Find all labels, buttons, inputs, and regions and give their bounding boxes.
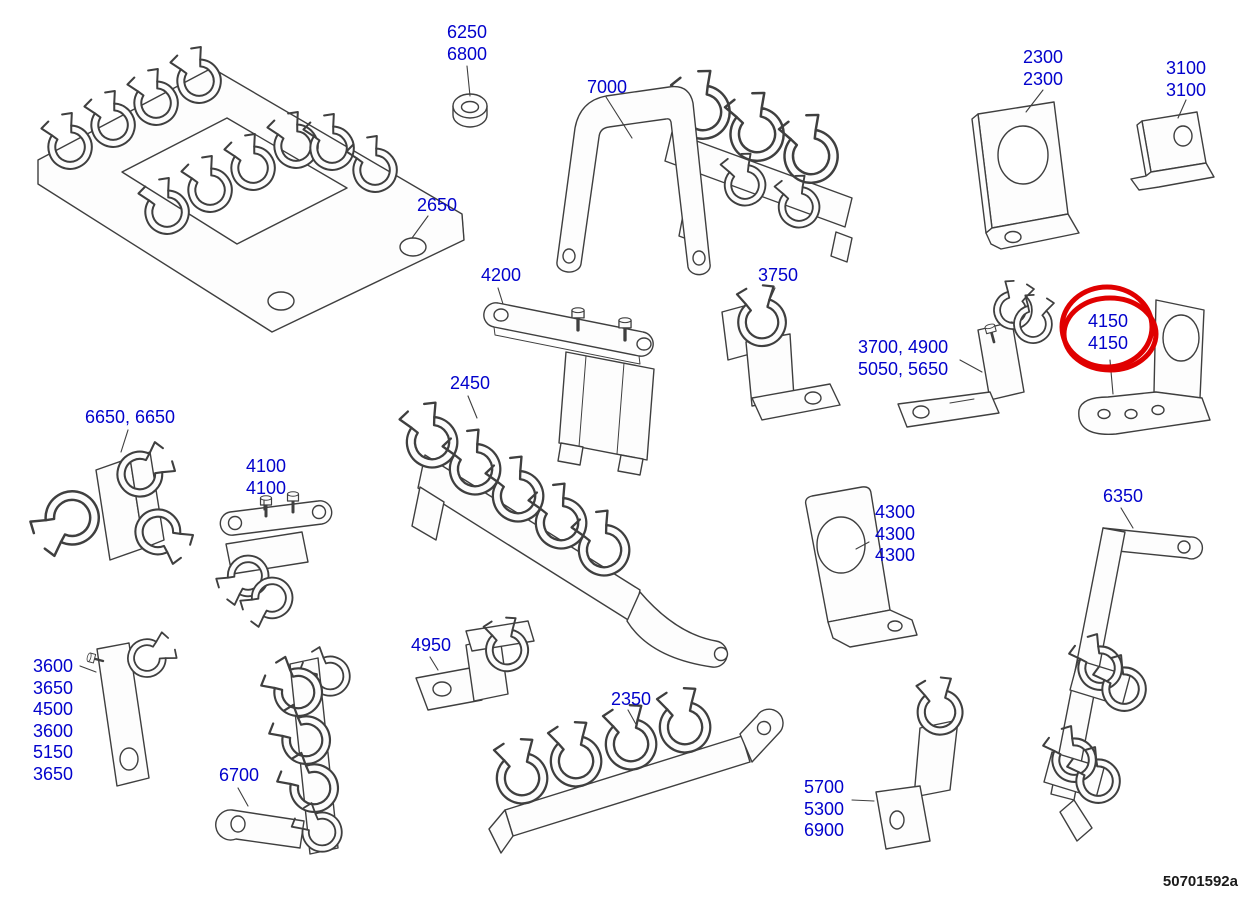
part-number-6350[interactable]: 6350	[1102, 486, 1144, 506]
part-3700-4900-5050-5650-drawing	[897, 276, 1060, 428]
part-number-2300[interactable]: 2300 2300	[1022, 47, 1064, 89]
part-4300-drawing	[804, 486, 918, 648]
part-4200-drawing	[483, 302, 655, 476]
document-code: 50701592a	[1162, 873, 1238, 890]
part-number-4200[interactable]: 4200	[480, 265, 522, 285]
part-number-2350[interactable]: 2350	[610, 689, 652, 709]
part-2350-drawing	[486, 682, 784, 854]
part-number-4100[interactable]: 4100 4100	[245, 456, 287, 498]
part-number-5700-5300-6900[interactable]: 5700 5300 6900	[804, 777, 845, 840]
part-number-4150[interactable]: 4150 4150	[1087, 311, 1129, 353]
part-6700-drawing	[215, 641, 359, 861]
part-4150-drawing	[1078, 299, 1211, 435]
part-4100-drawing	[210, 490, 333, 634]
part-number-3100[interactable]: 3100 3100	[1165, 58, 1207, 100]
part-3600-3650-4500-3600-5150-3650-drawing	[85, 626, 182, 787]
part-6350-drawing	[1036, 527, 1204, 842]
part-number-6250-6800[interactable]: 6250 6800	[446, 22, 488, 64]
part-number-6650[interactable]: 6650, 6650	[84, 407, 176, 427]
leader-lines	[79, 65, 1187, 807]
part-number-4300[interactable]: 4300 4300 4300	[874, 502, 916, 565]
part-3750-drawing	[721, 280, 841, 421]
part-2300-drawing	[971, 101, 1080, 250]
part-2450-drawing	[391, 395, 729, 668]
part-number-3600-3650-4500-3600-5150-3650[interactable]: 3600 3650 4500 3600 5150 3650	[33, 656, 74, 784]
part-number-7000[interactable]: 7000	[586, 77, 628, 97]
part-2650-drawing	[34, 41, 465, 333]
highlight-circle-4150	[1059, 284, 1159, 373]
part-4950-drawing	[415, 613, 535, 711]
part-number-3750[interactable]: 3750	[757, 265, 799, 285]
part-number-2650[interactable]: 2650	[416, 195, 458, 215]
part-number-3700-4900-5050-5650[interactable]: 3700, 4900 5050, 5650	[858, 337, 949, 379]
part-number-2450[interactable]: 2450	[449, 373, 491, 393]
part-number-6700[interactable]: 6700	[218, 765, 260, 785]
part-number-4950[interactable]: 4950	[410, 635, 452, 655]
part-6250-6800-drawing	[452, 93, 488, 128]
part-5700-5300-6900-drawing	[875, 673, 968, 850]
part-3100-drawing	[1130, 111, 1215, 191]
part-6650-drawing	[22, 435, 200, 571]
part-7000-drawing	[556, 64, 853, 276]
